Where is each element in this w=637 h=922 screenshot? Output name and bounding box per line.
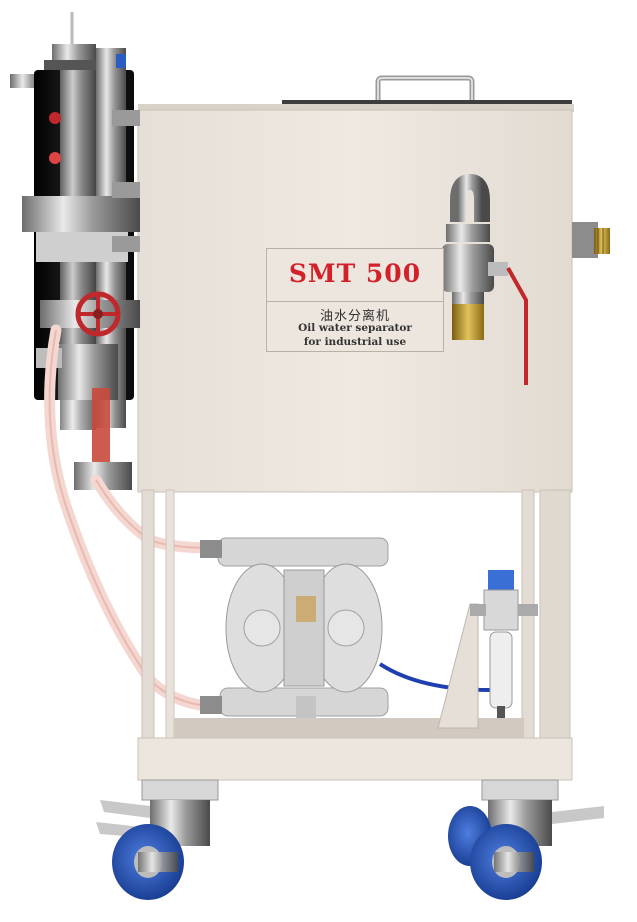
diaphragm-pump-icon xyxy=(200,537,389,718)
product-name-en-line1: Oil water separator xyxy=(298,322,412,334)
air-regulator-icon xyxy=(437,570,538,729)
product-label: SMT 500 油水分离机 Oil water separator for in… xyxy=(266,248,444,352)
gate-valve-icon xyxy=(40,291,140,337)
product-name-en-line2: for industrial use xyxy=(303,336,407,348)
caster-wheel-icon xyxy=(96,779,604,900)
handle-icon xyxy=(375,75,475,104)
outlet-fitting xyxy=(572,222,610,258)
product-name-cn: 油水分离机 xyxy=(319,309,390,324)
ball-valve-icon xyxy=(442,173,528,385)
model-name: SMT 500 xyxy=(288,259,422,288)
label-divider xyxy=(267,301,443,302)
